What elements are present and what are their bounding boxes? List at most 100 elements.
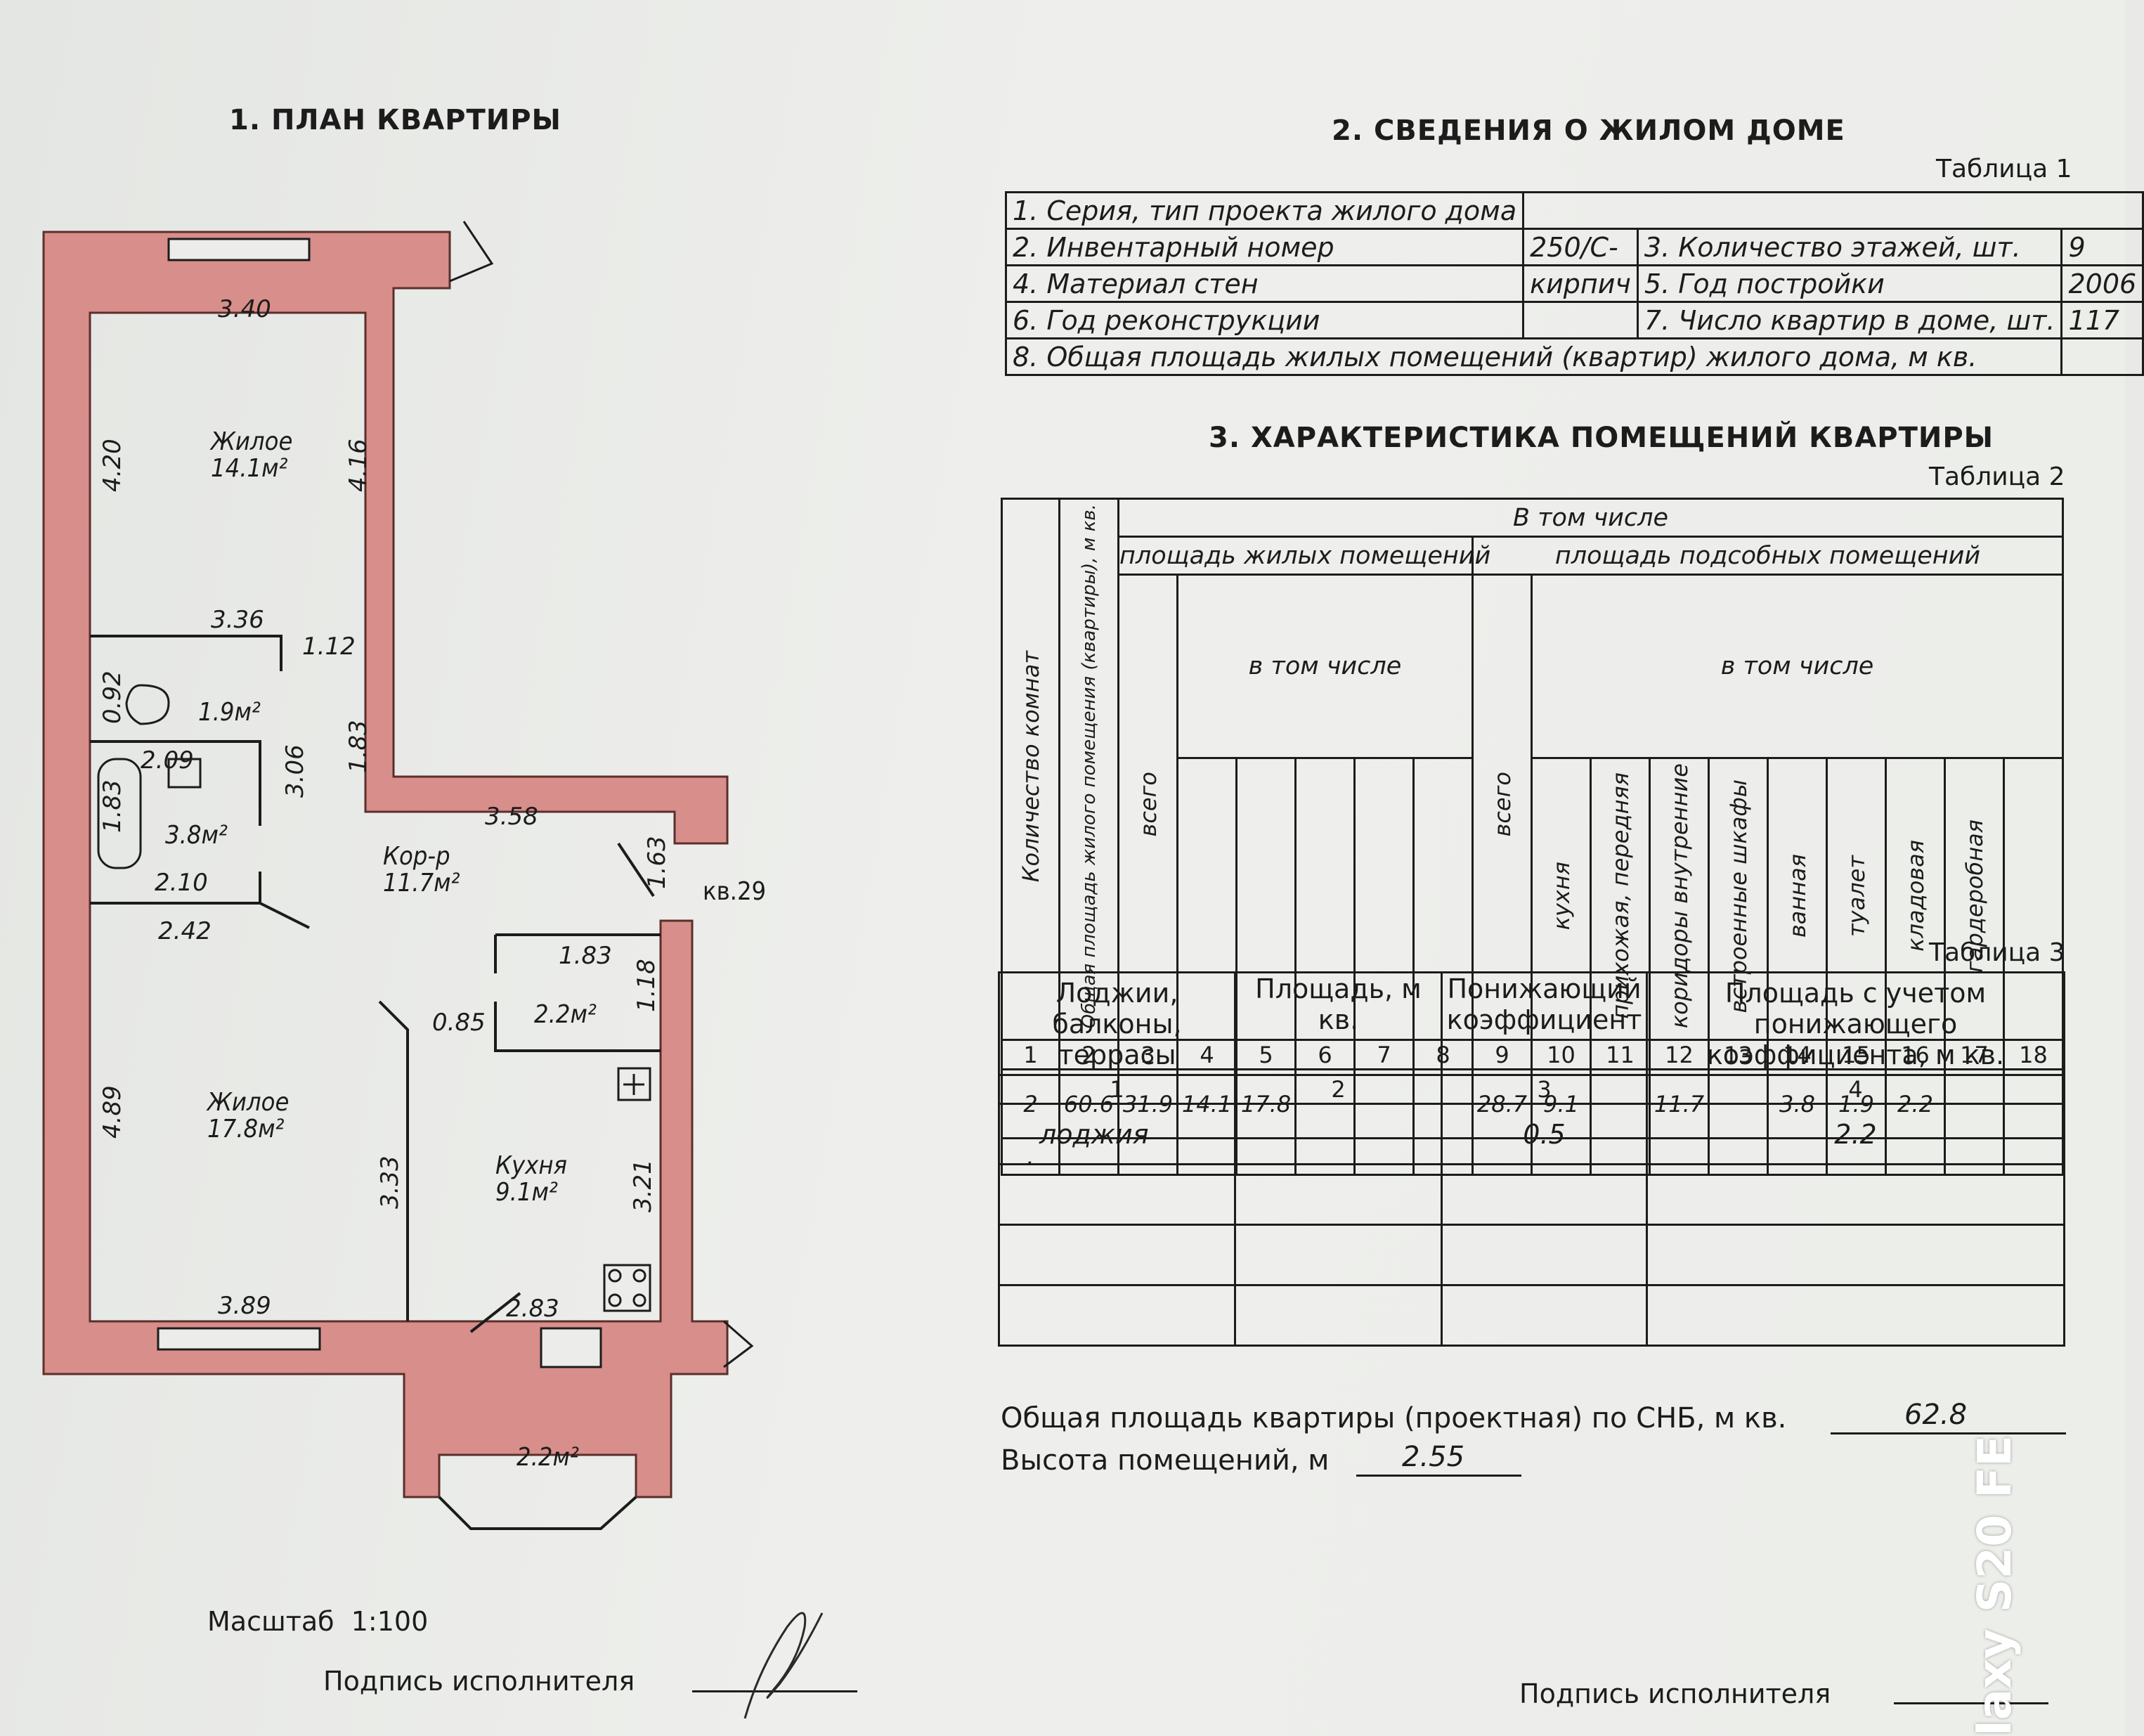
table-cell: 3. Количество этажей, шт. <box>1636 228 2063 266</box>
table-cell <box>1646 1224 2065 1286</box>
dim-label: 0.92 <box>98 671 126 724</box>
height-value: 2.55 <box>1402 1441 1465 1473</box>
table1-label: Таблица 1 <box>1936 155 2072 183</box>
table-cell: 1 <box>998 1074 1236 1105</box>
table-row: 8. Общая площадь жилых помещений (кварти… <box>1004 337 2144 376</box>
table-cell <box>998 1224 1236 1286</box>
dim-label: 2.42 <box>158 917 212 945</box>
dim-label: 4.89 <box>98 1085 126 1139</box>
height-label: Высота помещений, м <box>1001 1444 1330 1477</box>
dim-label: 3.21 <box>629 1159 657 1212</box>
table-cell: 1. Серия, тип проекта жилого дома <box>1004 191 1525 230</box>
dim-label: 1.83 <box>559 942 612 970</box>
table-row: 1 2 3 4 <box>998 1074 2065 1105</box>
table-row: Количество комнат Общая площадь жилого п… <box>1001 497 2065 1042</box>
table-cell: 4. Материал стен <box>1004 264 1525 303</box>
room-store-area: 2.2м² <box>534 1000 597 1029</box>
table-cell: 7. Число квартир в доме, шт. <box>1636 301 2063 339</box>
table3-label: Таблица 3 <box>1929 938 2065 967</box>
dim-label: 0.85 <box>432 1009 486 1037</box>
table-cell <box>1522 301 1639 339</box>
table-row: 1. Серия, тип проекта жилого дома <box>1004 191 2144 230</box>
table-cell <box>1441 1284 1648 1347</box>
table-header-cell: Количество комнат <box>1001 497 1060 1042</box>
total-area-label: Общая площадь квартиры (проектная) по СН… <box>1001 1402 1787 1434</box>
table-header-cell: площадь подсобных помещений <box>1471 536 2065 576</box>
table-cell: кирпич <box>1522 264 1639 303</box>
table-header-cell: Понижающий коэффициент <box>1441 971 1648 1076</box>
dim-label: 1.83 <box>344 720 372 773</box>
table-house-info: 1. Серия, тип проекта жилого дома 2. Инв… <box>1004 191 2144 376</box>
table-row <box>998 1284 2065 1347</box>
table-cell <box>1646 1284 2065 1347</box>
window-kitchen <box>540 1327 602 1368</box>
table-cell: 8. Общая площадь жилых помещений (кварти… <box>1004 337 2063 376</box>
table-cell <box>1522 191 2144 230</box>
signature-label-left: Подпись исполнителя <box>323 1666 635 1697</box>
table-row: 6. Год реконструкции 7. Число квартир в … <box>1004 301 2144 339</box>
dim-label: 2.83 <box>506 1295 559 1323</box>
scale-label: Масштаб 1:100 <box>207 1606 429 1637</box>
plan-title: 1. ПЛАН КВАРТИРЫ <box>229 104 561 136</box>
table-header-cell: Общая площадь жилого помещения (квартиры… <box>1058 497 1119 1042</box>
table-cell <box>1441 1224 1648 1286</box>
signature-label-right: Подпись исполнителя <box>1519 1678 1831 1709</box>
table-cell: 2. Инвентарный номер <box>1004 228 1525 266</box>
table-row: лоджия 0.5 2.2 <box>998 1103 2065 1165</box>
dim-label: 1.18 <box>632 959 661 1012</box>
table-row <box>998 1224 2065 1286</box>
table-header-cell: Лоджии, балконы, террасы <box>998 971 1236 1076</box>
table-header-cell: всего <box>1117 573 1178 1042</box>
dim-label: 4.20 <box>98 439 126 492</box>
table-cell <box>998 1284 1236 1347</box>
window-bottom <box>157 1327 321 1351</box>
section2-title: 2. СВЕДЕНИЯ О ЖИЛОМ ДОМЕ <box>1332 115 1845 147</box>
dim-label: 3.58 <box>485 803 538 831</box>
table-row: Лоджии, балконы, террасы Площадь, м кв. … <box>998 971 2065 1076</box>
window-top <box>167 238 311 261</box>
table-row: площадь жилых помещений площадь подсобны… <box>1002 536 2065 576</box>
table-row: всего в том числе всего в том числе <box>1002 573 2065 1042</box>
table-row: 4. Материал стен кирпич 5. Год постройки… <box>1004 264 2144 303</box>
table-header-cell: в том числе <box>1176 573 1474 760</box>
table-cell <box>1646 1163 2065 1226</box>
dim-label: 1.83 <box>98 779 126 833</box>
table-cell: 6. Год реконструкции <box>1004 301 1525 339</box>
floor-plan <box>42 221 754 1530</box>
table-cell: лоджия <box>998 1103 1236 1165</box>
table-loggias: Лоджии, балконы, террасы Площадь, м кв. … <box>998 971 2065 1347</box>
table-header-cell: всего <box>1471 573 1533 1042</box>
table-cell <box>1234 1224 1443 1286</box>
height-line <box>1356 1475 1521 1477</box>
table-row <box>998 1163 2065 1226</box>
dim-label: 1.63 <box>643 836 671 889</box>
room-wc-area: 1.9м² <box>198 698 261 727</box>
dim-label: 3.40 <box>218 295 271 323</box>
room-bath-area: 3.8м² <box>165 821 228 850</box>
signature-line-right <box>1894 1702 2048 1704</box>
signature-left <box>743 1612 824 1719</box>
table-cell: 250/С- <box>1522 228 1639 266</box>
dim-label: 2.10 <box>155 869 208 897</box>
table-row: 2. Инвентарный номер 250/С- 3. Количеств… <box>1004 228 2144 266</box>
total-area-value: 62.8 <box>1904 1399 1968 1431</box>
room-loggia-area: 2.2м² <box>516 1443 579 1472</box>
table-header-cell: площадь жилых помещений <box>1117 536 1490 576</box>
table2-label: Таблица 2 <box>1929 462 2065 491</box>
camera-watermark: laxy S20 FE <box>1968 1434 2022 1736</box>
table-cell: 2006 <box>2060 264 2144 303</box>
table-header-cell: В том числе <box>1117 498 2065 538</box>
signature-line-left <box>692 1690 857 1692</box>
table-header-cell: Площадь, м кв. <box>1234 971 1443 1076</box>
dim-label: 1.12 <box>302 633 356 661</box>
table-cell <box>1234 1163 1443 1226</box>
apartment-number: кв.29 <box>703 877 767 906</box>
table-header-cell: Площадь с учетом понижающего коэффициент… <box>1646 971 2065 1076</box>
table-cell: 117 <box>2060 301 2144 339</box>
dim-label: 3.33 <box>376 1155 404 1209</box>
